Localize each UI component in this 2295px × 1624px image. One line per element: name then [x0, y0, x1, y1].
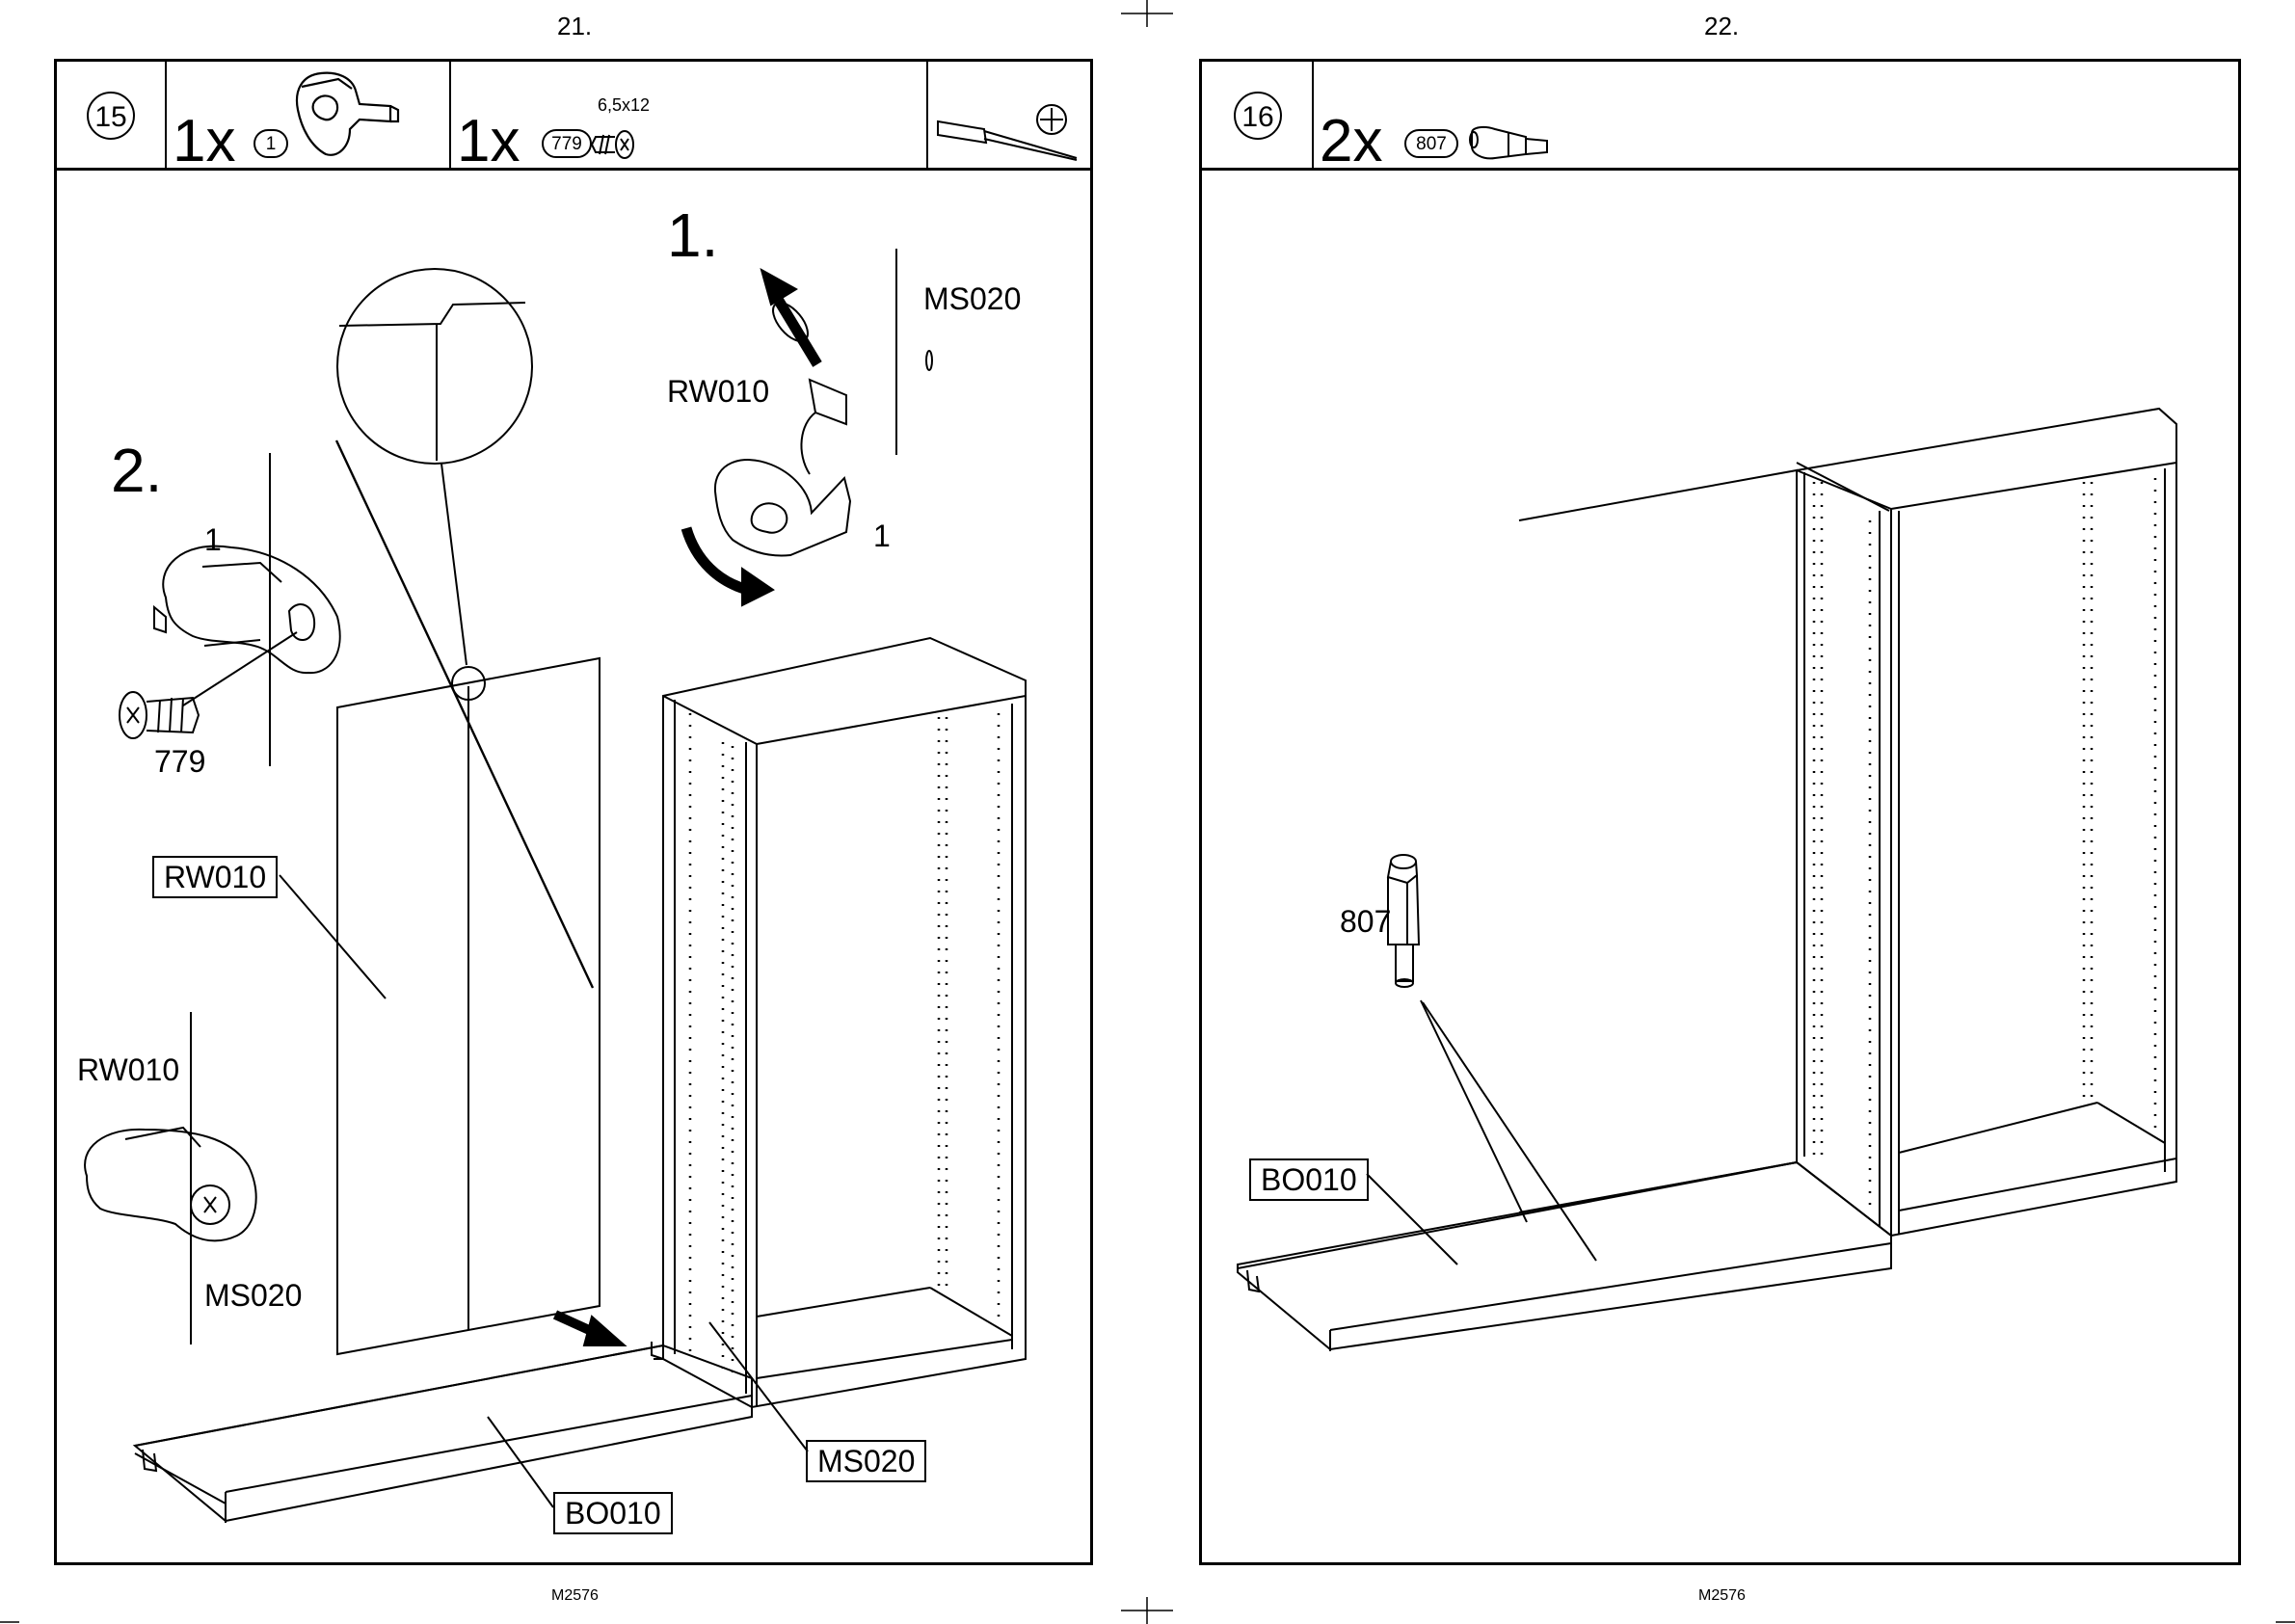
back-panel: [1519, 470, 1797, 1212]
wardrobe-frames: [1797, 409, 2176, 1236]
shelf-holes-right: [1814, 478, 2155, 1214]
dowel-807-detail: [1388, 855, 1419, 987]
footer-code-left: M2576: [551, 1588, 599, 1604]
dowel-leader-1: [1421, 1000, 1527, 1222]
base-plinth-right: [1238, 1162, 1891, 1349]
bo010-leader-right: [1367, 1174, 1457, 1265]
dowel-leader-2: [1423, 1002, 1596, 1261]
footer-code-right: M2576: [1698, 1588, 1746, 1604]
